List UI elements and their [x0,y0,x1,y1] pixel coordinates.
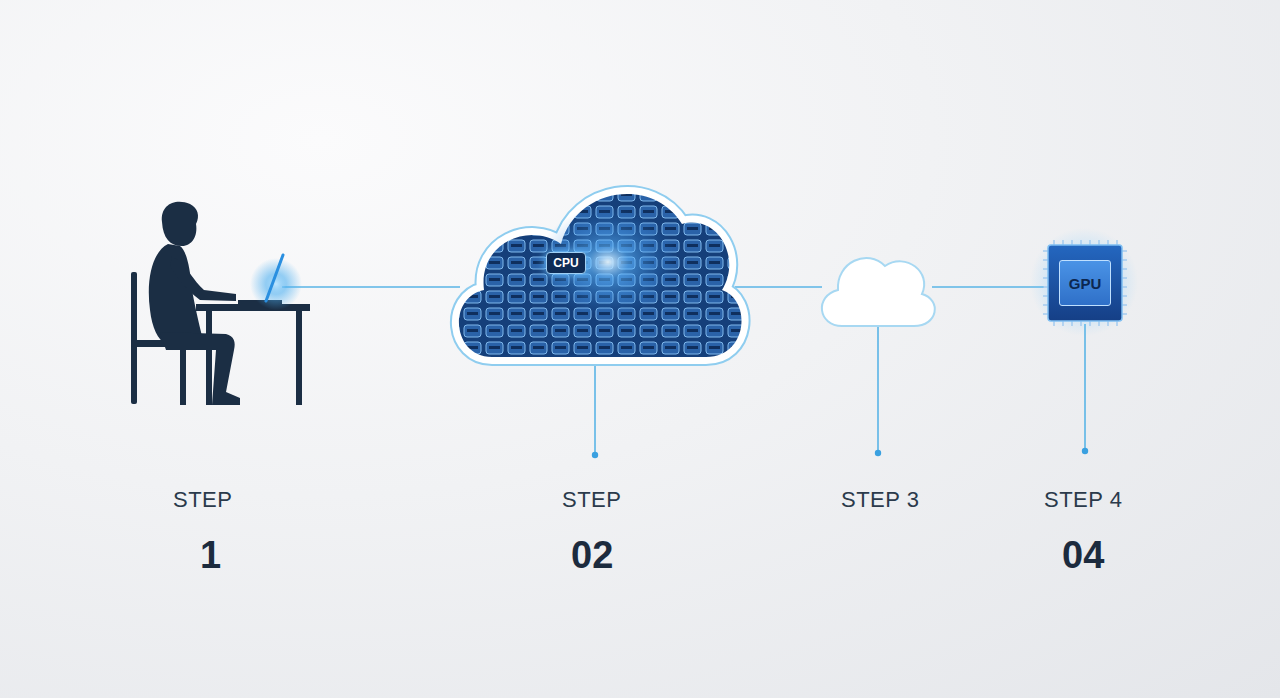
leader-dot [1082,448,1088,454]
desk-top [196,304,310,311]
legs [160,332,240,405]
laptop-glow [250,258,302,310]
flow-line [282,286,460,288]
leader-dot [592,452,598,458]
gpu-pins [1043,240,1127,326]
flow-line [735,286,822,288]
gpu-core: GPU [1059,260,1111,306]
person-at-desk [131,202,310,405]
desk-leg [206,310,212,405]
chip-label: CPU [553,256,578,270]
desk-leg [296,310,302,405]
step-label: STEP [173,487,232,512]
cpu-chip: CPU [546,252,586,274]
chip-texture [459,194,742,357]
cloud-glow [538,207,678,317]
chair-leg [180,345,186,405]
arm [170,256,236,301]
leader-line [594,357,596,453]
chair-back [131,272,137,404]
cloud-outline [459,194,742,357]
laptop-screen [266,255,283,301]
step-label: STEP 4 [1044,487,1122,512]
cloud-ring [459,194,742,357]
leader-dots [592,448,1088,458]
flow-line [932,286,1044,288]
cpu-cloud [459,194,742,357]
head [162,202,198,246]
step-number: 1 [200,534,221,578]
leader-line [1084,324,1086,449]
chip-label: GPU [1069,275,1102,292]
leader-line [877,326,879,451]
gpu-glow [1030,228,1138,336]
step-number: 04 [1062,534,1104,578]
step-label: STEP [562,487,621,512]
step-number: 02 [571,534,613,578]
leader-dot [875,450,881,456]
small-cloud [822,258,935,326]
gpu-chip [1048,245,1122,321]
step-label: STEP 3 [841,487,919,512]
